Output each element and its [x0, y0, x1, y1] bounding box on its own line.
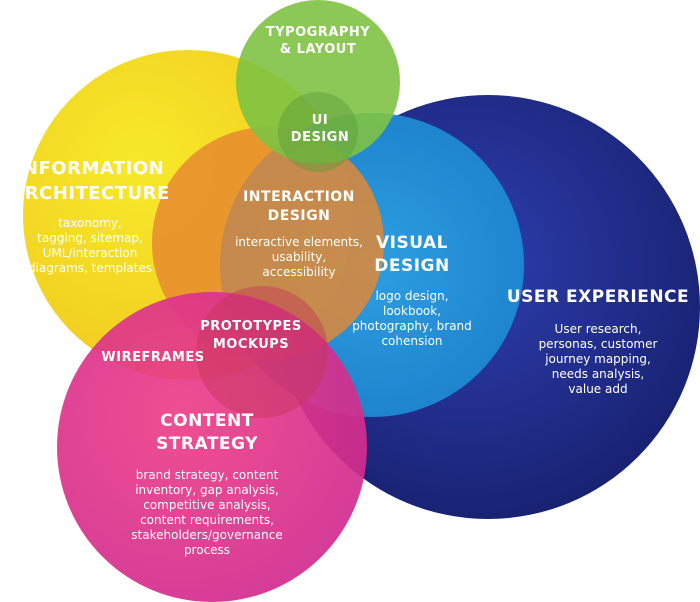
- interaction-item: accessibility: [262, 265, 336, 279]
- cs-item: stakeholders/governance: [131, 528, 283, 542]
- prototypes-title-line: MOCKUPS: [212, 337, 290, 352]
- visual-title-line: VISUAL: [376, 233, 448, 253]
- wireframes-title: WIREFRAMES: [98, 349, 208, 367]
- content-strategy-circle: [57, 292, 367, 602]
- interaction-item: interactive elements,: [235, 235, 363, 249]
- user-experience-label: USER EXPERIENCE User research, personas,…: [498, 286, 698, 397]
- ui-design-overlap-circle: [278, 92, 358, 172]
- prototypes-overlap-circle: [196, 286, 328, 418]
- visual-title-line: DESIGN: [374, 256, 450, 276]
- visual-design-label: VISUAL DESIGN logo design, lookbook, pho…: [344, 232, 480, 349]
- ux-item: needs analysis,: [551, 367, 645, 381]
- visual-item: lookbook,: [382, 304, 442, 318]
- typography-title-line: & LAYOUT: [279, 42, 357, 57]
- ia-title-line: INFORMATION: [15, 158, 165, 179]
- ui-design-title-line: DESIGN: [290, 130, 350, 145]
- content-strategy-label: CONTENT STRATEGY brand strategy, content…: [112, 410, 302, 558]
- typography-layout-title: TYPOGRAPHY & LAYOUT: [248, 24, 388, 58]
- interaction-design-label: INTERACTION DESIGN interactive elements,…: [228, 188, 370, 280]
- ux-item: journey mapping,: [545, 352, 651, 366]
- typography-title-line: TYPOGRAPHY: [265, 25, 371, 40]
- information-architecture-label: INFORMATION ARCHITECTURE taxonomy, taggi…: [10, 156, 170, 276]
- ux-item: personas, customer: [538, 337, 658, 351]
- wireframes-title-line: WIREFRAMES: [101, 350, 205, 365]
- ux-item: value add: [568, 382, 628, 396]
- prototypes-mockups-title: PROTOTYPES MOCKUPS: [196, 318, 306, 354]
- cs-item: brand strategy, content: [135, 468, 279, 482]
- cs-item: content requirements,: [140, 513, 274, 527]
- ui-design-title-line: UI: [311, 113, 329, 128]
- cs-item: inventory, gap analysis,: [135, 483, 279, 497]
- typography-layout-circle: [236, 0, 400, 164]
- ux-title-line: USER EXPERIENCE: [506, 287, 690, 307]
- interaction-title-line: INTERACTION: [243, 189, 355, 205]
- ia-item: UML/interaction: [42, 246, 138, 260]
- cs-item: process: [183, 543, 231, 557]
- prototypes-title-line: PROTOTYPES: [200, 319, 302, 334]
- ia-title-line: ARCHITECTURE: [10, 183, 170, 204]
- interaction-title-line: DESIGN: [267, 208, 331, 224]
- cs-title-line: STRATEGY: [156, 434, 258, 454]
- ia-item: tagging, sitemap,: [37, 231, 143, 245]
- ui-design-title: UI DESIGN: [270, 112, 370, 146]
- cs-title-line: CONTENT: [160, 411, 254, 431]
- visual-item: logo design,: [375, 289, 449, 303]
- ia-item: diagrams, templates: [27, 261, 153, 275]
- ia-item: taxonomy,: [58, 216, 122, 230]
- cs-item: competitive analysis,: [143, 498, 271, 512]
- visual-item: photography, brand: [352, 319, 472, 333]
- ux-item: User research,: [554, 322, 642, 336]
- interaction-item: usability,: [271, 250, 327, 264]
- visual-item: cohension: [381, 334, 443, 348]
